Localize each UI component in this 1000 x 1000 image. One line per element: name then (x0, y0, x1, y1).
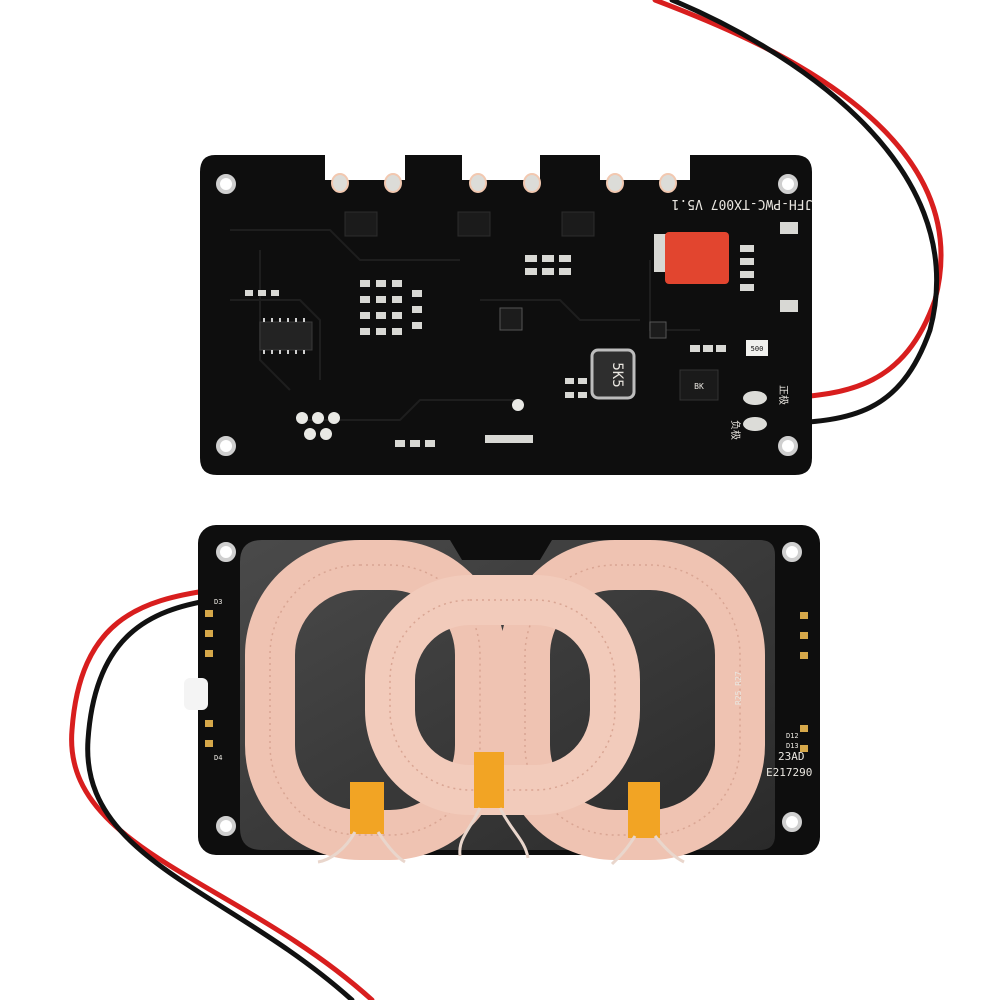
coil-leads (317, 807, 685, 866)
plastic-clip (184, 678, 208, 710)
top-board-wires (652, 0, 944, 427)
coil-silk-code: E217290 (766, 766, 812, 779)
coil-label-d3: D3 (214, 598, 222, 606)
coil-board: 23AD E217290 R25 R27 D12 D13 D3 D4 (184, 525, 820, 866)
board-silkscreen: JFH-PWC-TX007 V5.1 (672, 196, 813, 211)
qfn-chips (499, 307, 667, 339)
controller-ic (259, 318, 313, 354)
small-component: 500 (746, 340, 768, 356)
smd-pads (245, 222, 798, 447)
ic-marking: BK (694, 382, 704, 391)
mounting-holes-top (216, 174, 798, 456)
coil-board-wires (69, 587, 375, 1000)
power-ic: BK (679, 369, 719, 401)
side-pads (205, 610, 808, 752)
mosfet-row (344, 211, 595, 237)
coil-label-d12: D12 (786, 732, 799, 740)
wire-pads (743, 391, 767, 431)
coil-label-d4: D4 (214, 754, 222, 762)
inductor-marking: 5K5 (609, 362, 625, 387)
component-marking: 500 (751, 345, 764, 353)
top-pcb-board: 5K5 BK 500 JFH-PWC-TX007 V5.1 正极 (200, 155, 812, 475)
polarity-plus-label: 正极 (777, 385, 790, 405)
test-pads (296, 399, 524, 440)
film-capacitor (654, 232, 729, 284)
coil-label-d13: D13 (786, 742, 799, 750)
left-coil (245, 540, 505, 860)
kapton-tapes (350, 752, 660, 838)
mounting-holes-coil (216, 542, 802, 836)
coil-silk-right: R25 R27 (734, 671, 743, 705)
power-inductor: 5K5 (590, 348, 636, 400)
solder-tabs (331, 173, 677, 193)
polarity-minus-label: 负极 (729, 420, 742, 440)
coil-silk-date: 23AD (778, 750, 805, 763)
